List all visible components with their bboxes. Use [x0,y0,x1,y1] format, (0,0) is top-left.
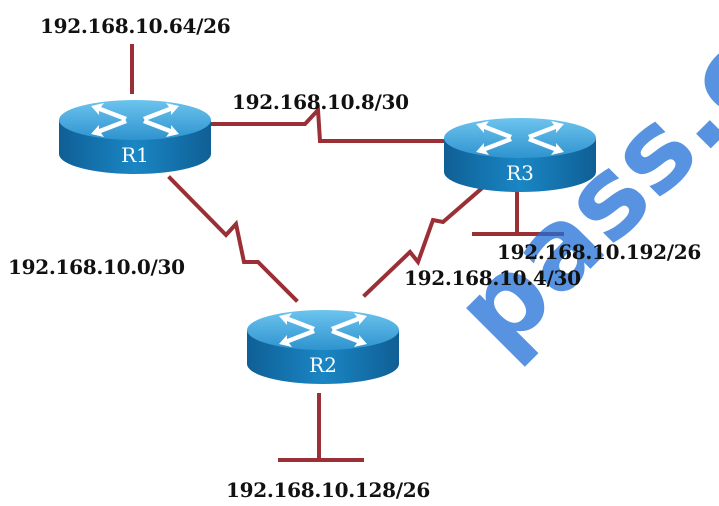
r1-r2-link [167,175,299,303]
r2-r3-link-label: 192.168.10.4/30 [404,266,581,290]
router-r1-label: R1 [121,143,149,167]
router-r3-label: R3 [506,161,534,185]
r1-r3-link-label: 192.168.10.8/30 [232,90,409,114]
router-r3[interactable]: R3 [444,118,596,192]
router-r1[interactable]: R1 [59,100,211,174]
router-r2[interactable]: R2 [247,310,399,384]
r1-lan-label: 192.168.10.64/26 [40,14,231,38]
r2-r3-link [362,173,499,298]
r1-r2-link-label: 192.168.10.0/30 [8,255,185,279]
r1-r3-link [198,105,462,143]
r3-lan-label: 192.168.10.192/26 [497,240,702,264]
r2-lan-label: 192.168.10.128/26 [226,478,431,502]
router-r2-label: R2 [309,353,337,377]
